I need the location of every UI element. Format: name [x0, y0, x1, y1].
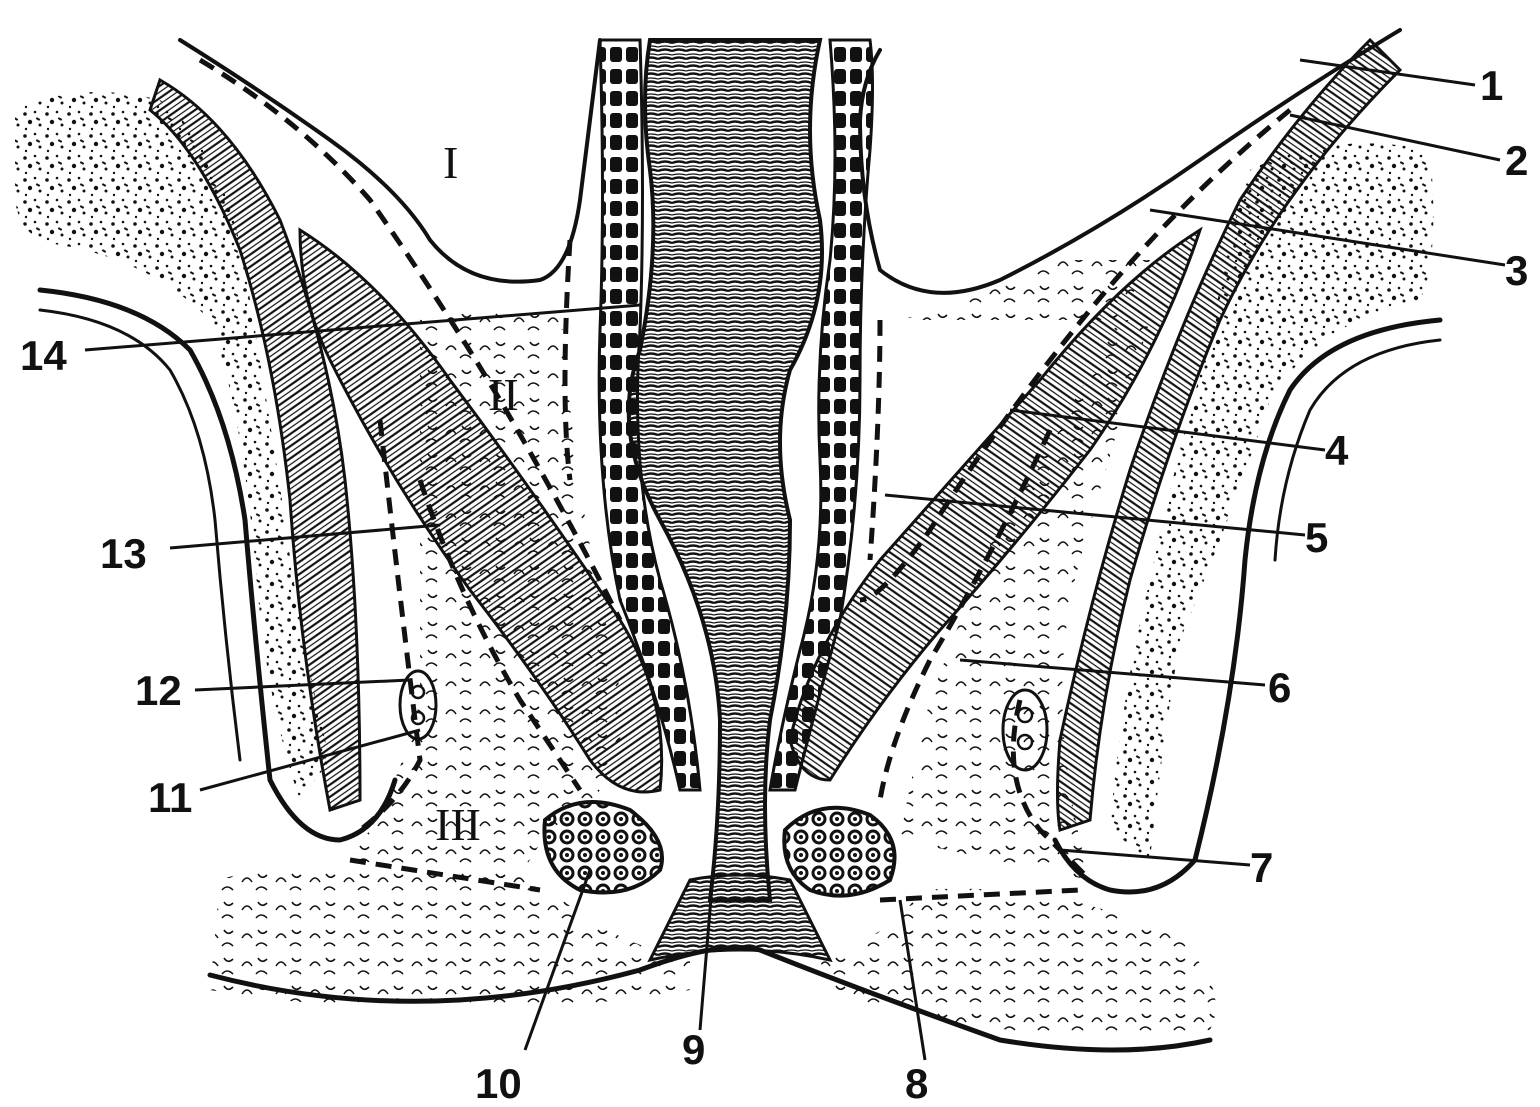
external-sphincter-left	[544, 802, 662, 893]
pelvic-bone-right	[1110, 143, 1433, 860]
space-label-II: II	[488, 369, 519, 420]
label-11: 11	[148, 774, 192, 821]
label-6: 6	[1268, 664, 1291, 711]
space-label-I: I	[443, 137, 458, 188]
label-10: 10	[475, 1060, 522, 1107]
label-3: 3	[1505, 247, 1528, 294]
label-5: 5	[1305, 514, 1328, 561]
label-13: 13	[100, 530, 147, 577]
label-8: 8	[905, 1060, 928, 1107]
label-4: 4	[1325, 427, 1349, 474]
label-1: 1	[1480, 62, 1503, 109]
label-9: 9	[682, 1026, 705, 1073]
label-14: 14	[20, 332, 67, 379]
label-7: 7	[1250, 844, 1273, 891]
external-sphincter-right	[784, 808, 894, 896]
space-label-III: III	[435, 799, 481, 850]
label-2: 2	[1505, 137, 1528, 184]
label-12: 12	[135, 667, 182, 714]
